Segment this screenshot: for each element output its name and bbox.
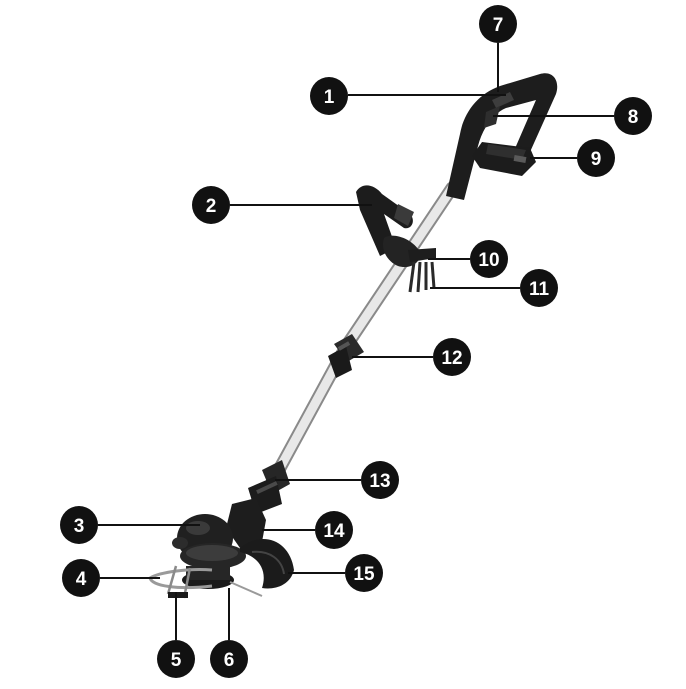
callout-14: 14 — [315, 511, 353, 549]
guard — [240, 539, 294, 589]
callout-9-label: 9 — [591, 149, 602, 170]
callout-8-label: 8 — [628, 107, 639, 128]
callout-12: 12 — [433, 338, 471, 376]
trimmer-illustration — [148, 73, 558, 599]
cutting-line — [229, 581, 263, 597]
callouts: 1 2 3 4 5 6 7 8 — [60, 5, 652, 678]
callout-14-label: 14 — [323, 521, 345, 542]
upper-shaft — [338, 181, 459, 355]
callout-9: 9 — [577, 139, 615, 177]
callout-5: 5 — [157, 640, 195, 678]
battery-pack — [472, 142, 536, 176]
callout-1-label: 1 — [324, 87, 335, 108]
callout-11-label: 11 — [529, 279, 550, 300]
callout-15: 15 — [345, 554, 383, 592]
callout-13-label: 13 — [369, 471, 390, 492]
callout-13: 13 — [361, 461, 399, 499]
callout-3-label: 3 — [74, 516, 85, 537]
callout-11: 11 — [520, 269, 558, 307]
callout-4-label: 4 — [76, 569, 87, 590]
main-handle — [446, 73, 558, 200]
callout-3: 3 — [60, 506, 98, 544]
callout-7: 7 — [479, 5, 517, 43]
callout-6-label: 6 — [224, 650, 235, 671]
telescopic-collar — [328, 334, 364, 378]
callout-1: 1 — [310, 77, 348, 115]
callout-4: 4 — [62, 559, 100, 597]
callout-8: 8 — [614, 97, 652, 135]
callout-15-label: 15 — [353, 564, 375, 585]
cable-clip — [408, 248, 436, 293]
callout-10-label: 10 — [478, 250, 499, 271]
callout-12-label: 12 — [441, 348, 462, 369]
leader-lines — [98, 43, 614, 640]
callout-10: 10 — [470, 240, 508, 278]
callout-7-label: 7 — [493, 15, 504, 36]
callout-6: 6 — [210, 640, 248, 678]
callout-2-label: 2 — [206, 196, 217, 217]
callout-2: 2 — [192, 186, 230, 224]
callout-5-label: 5 — [171, 650, 182, 671]
